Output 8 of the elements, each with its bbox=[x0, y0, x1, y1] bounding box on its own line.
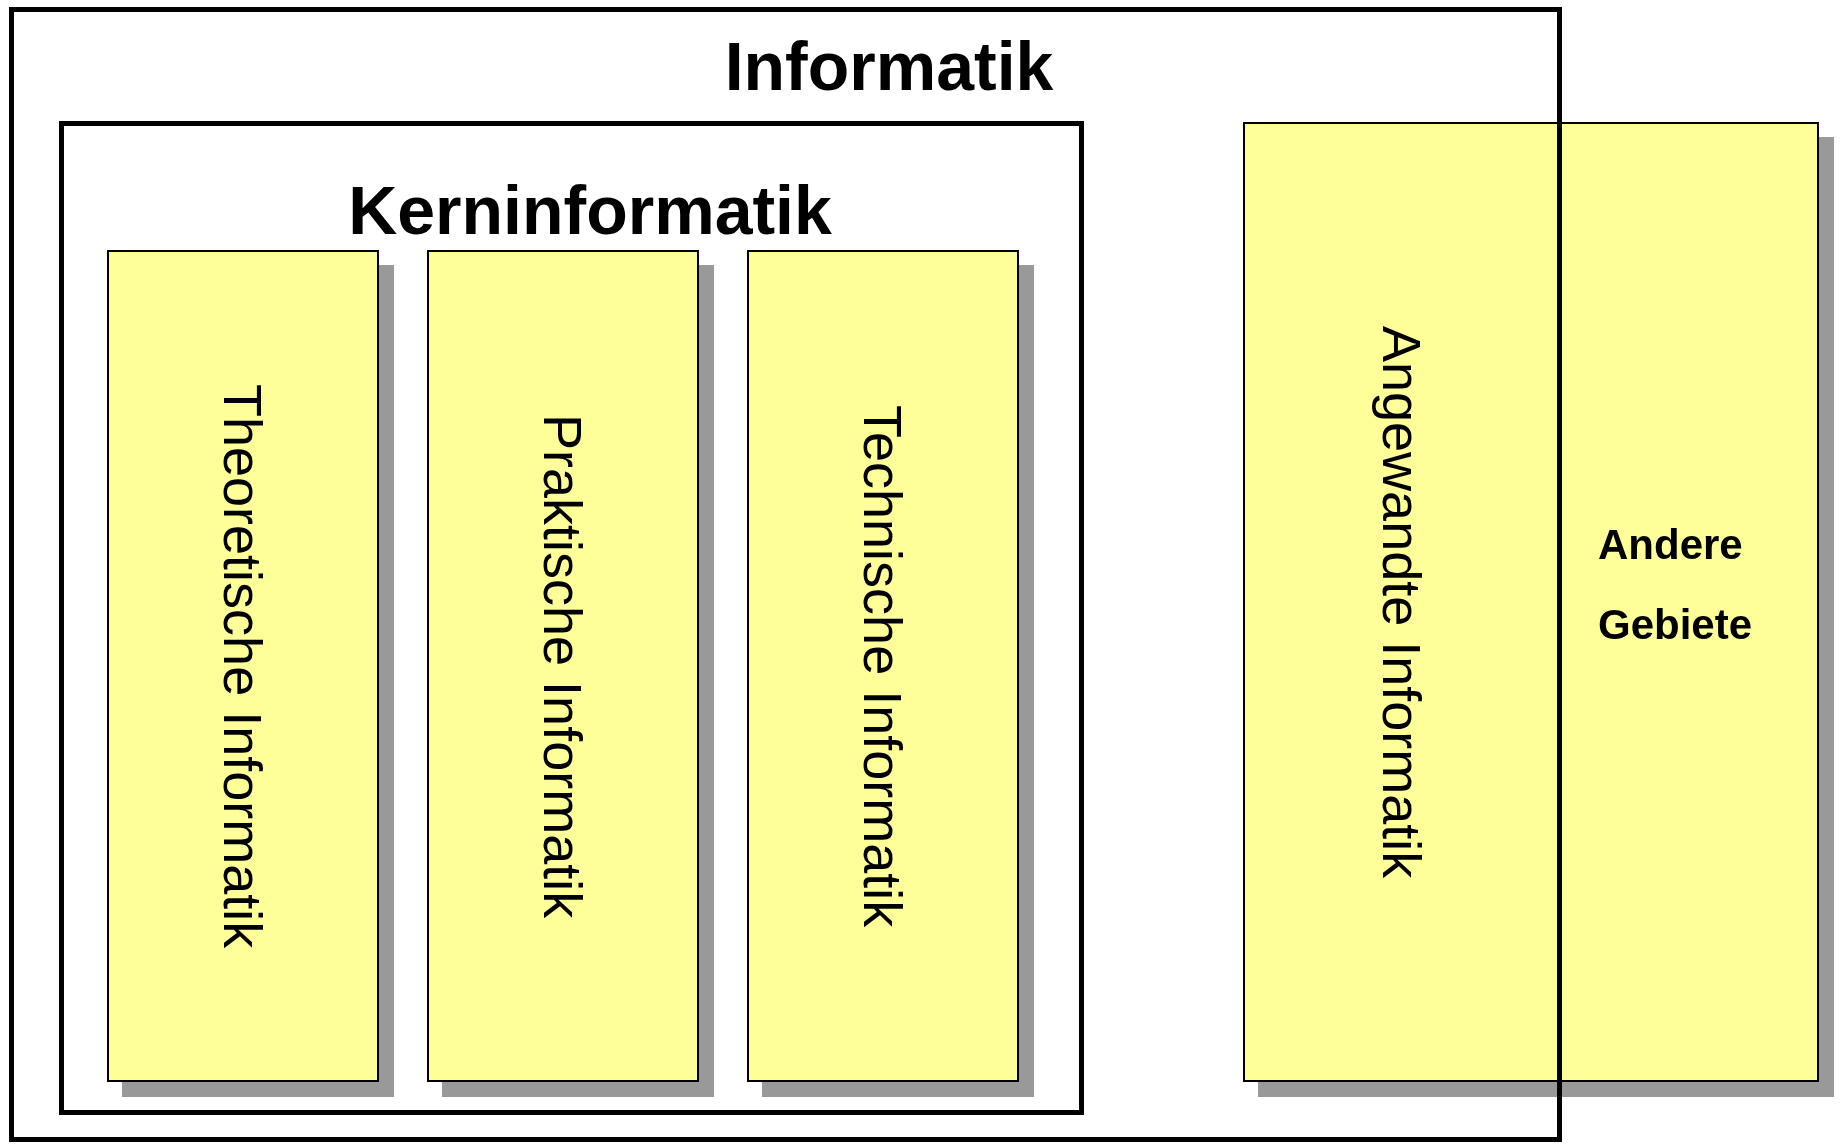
field-label: Praktische Informatik bbox=[536, 414, 590, 919]
field-label: Theoretische Informatik bbox=[216, 384, 270, 949]
group-title: Informatik bbox=[723, 32, 1055, 100]
area-label: Andere Gebiete bbox=[1598, 520, 1754, 650]
group-title: Kerninformatik bbox=[347, 176, 833, 244]
group-frame bbox=[59, 121, 1084, 1115]
group-frame bbox=[9, 7, 1562, 1142]
field-label: Technische Informatik bbox=[856, 405, 910, 928]
